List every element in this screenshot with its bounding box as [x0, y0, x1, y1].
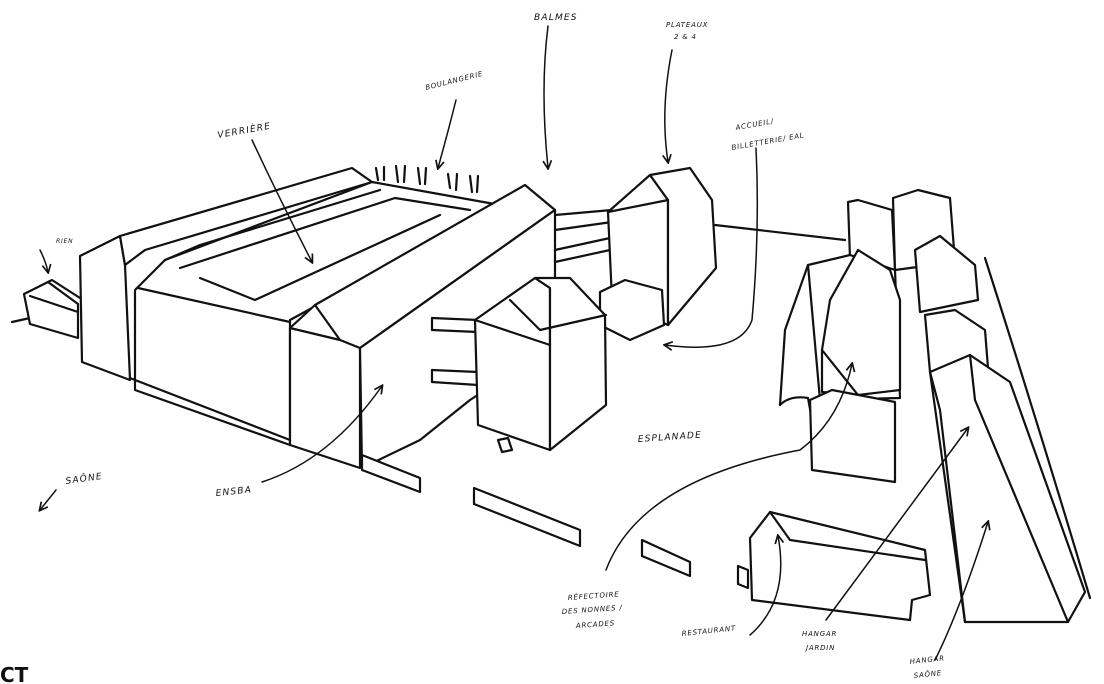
- label-balmes: BALMES: [534, 13, 578, 23]
- label-plateaux-2: 2 & 4: [674, 33, 697, 41]
- corner-text: CT: [0, 663, 29, 684]
- label-hangar-saone-1: HANGAR: [909, 654, 945, 666]
- label-plateaux-1: PLATEAUX: [666, 21, 708, 29]
- label-esplanade: ESPLANADE: [638, 431, 703, 445]
- label-hangar-jardin-2: JARDIN: [804, 644, 835, 652]
- chimneys: [374, 164, 480, 194]
- label-verriere: VERRIÈRE: [216, 120, 271, 141]
- building-ensba: [288, 183, 557, 470]
- label-restaurant: RESTAURANT: [681, 624, 736, 638]
- passages: [430, 208, 614, 387]
- building-left-long: [78, 166, 374, 382]
- leader-arrows: [40, 25, 988, 661]
- esplanade-slabs: [360, 453, 750, 590]
- label-ensba: ENSBA: [215, 485, 252, 499]
- building-plateaux: [598, 166, 718, 342]
- label-accueil-2: BILLETTERIE/ EAL: [731, 131, 805, 152]
- label-hangar-jardin-1: HANGAR: [802, 630, 837, 638]
- label-hangar-saone-2: SAÔNE: [913, 668, 942, 680]
- label-refectoire-2: DES NONNES /: [562, 604, 623, 616]
- label-rien: RIEN: [56, 238, 73, 245]
- building-right-complex: [748, 188, 1087, 624]
- label-accueil-1: ACCUEIL/: [734, 117, 775, 132]
- label-boulangerie: BOULANGERIE: [425, 70, 485, 92]
- label-refectoire-1: RÉFECTOIRE: [568, 589, 620, 602]
- label-refectoire-3: ARCADES: [575, 619, 616, 630]
- label-saone: SAÔNE: [65, 470, 104, 487]
- building-central-cube: [473, 276, 608, 454]
- building-rien: [22, 278, 82, 340]
